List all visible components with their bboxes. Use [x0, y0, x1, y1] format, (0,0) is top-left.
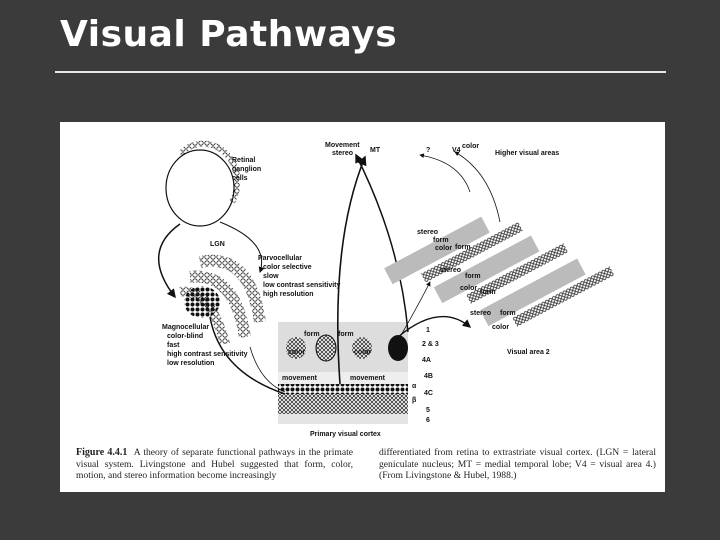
layer-labels: 1 2 & 3 4A 4B α 4C β 5 6	[412, 327, 439, 424]
v1-movement-2: movement	[350, 375, 386, 382]
magno-line: low resolution	[167, 360, 214, 367]
pathway-diagram: Retinal ganglion cells LGN Parvocellular…	[158, 140, 615, 438]
title-divider	[55, 71, 666, 73]
layer: β	[412, 397, 417, 404]
label-v2: Visual area 2	[507, 349, 550, 356]
layer: 2 & 3	[422, 341, 439, 348]
magno-line: Magnocellular	[162, 324, 209, 331]
v2-form-4: form	[480, 289, 496, 296]
label-stereo: stereo	[332, 150, 353, 157]
v2-stereo-2: stereo	[440, 267, 461, 274]
label-retinal: Retinal	[232, 157, 255, 164]
v2-color: color	[435, 245, 452, 252]
lgn-layers	[179, 254, 266, 346]
slide-title: Visual Pathways	[60, 14, 398, 55]
parvo-line: low contrast sensitivity	[263, 282, 341, 289]
v2-form-2: form	[455, 244, 471, 251]
retina	[165, 140, 241, 227]
layer: 4C	[424, 390, 433, 397]
v2-stereo-3: stereo	[470, 310, 491, 317]
caption-text-left: A theory of separate functional pathways…	[76, 447, 353, 481]
v1-movement: movement	[282, 375, 318, 382]
parvo-line: slow	[263, 273, 279, 280]
magno-line: color-blind	[167, 333, 203, 340]
figure-visual-pathways: Retinal ganglion cells LGN Parvocellular…	[60, 122, 665, 492]
label-question: ?	[426, 147, 430, 154]
label-higher-areas: Higher visual areas	[495, 150, 559, 157]
v2-form-3: form	[465, 273, 481, 280]
label-retinal-3: cells	[232, 175, 248, 182]
figure-caption: Figure 4.4.1 A theory of separate functi…	[76, 447, 656, 482]
primary-visual-cortex	[278, 322, 408, 424]
v1-color-2: color	[354, 349, 371, 356]
label-lgn: LGN	[210, 241, 225, 248]
v2-form: form	[433, 237, 449, 244]
layer: 4A	[422, 357, 431, 364]
label-v4-color: color	[462, 143, 479, 150]
parvo-line: color selective	[263, 264, 312, 271]
v1-form-2: form	[338, 331, 354, 338]
label-v1: Primary visual cortex	[310, 431, 381, 438]
label-magnocellular: Magnocellular color-blind fast high cont…	[162, 324, 248, 367]
figure-number: Figure 4.4.1	[76, 447, 128, 458]
magno-line: fast	[167, 342, 180, 349]
label-mt: MT	[370, 147, 381, 154]
label-parvocellular: Parvocellular color selective slow low c…	[258, 255, 341, 298]
v2-stereo: stereo	[417, 229, 438, 236]
label-movement: Movement	[325, 142, 360, 149]
layer: 6	[426, 417, 430, 424]
v1-form: form	[304, 331, 320, 338]
parvo-line: Parvocellular	[258, 255, 302, 262]
caption-left: Figure 4.4.1 A theory of separate functi…	[76, 447, 353, 482]
v2-color-3: color	[492, 324, 509, 331]
caption-right: differentiated from retina to extrastria…	[379, 447, 656, 481]
label-retinal-2: ganglion	[232, 166, 261, 173]
v1-color: color	[288, 349, 305, 356]
layer: 1	[426, 327, 430, 334]
visual-area-2	[384, 216, 615, 327]
layer: 5	[426, 407, 430, 414]
magno-line: high contrast sensitivity	[167, 351, 248, 358]
v2-form-5: form	[500, 310, 516, 317]
label-v4: V4	[452, 147, 461, 154]
layer: α	[412, 383, 417, 390]
parvo-line: high resolution	[263, 291, 314, 298]
v2-color-2: color	[460, 285, 477, 292]
layer: 4B	[424, 373, 433, 380]
